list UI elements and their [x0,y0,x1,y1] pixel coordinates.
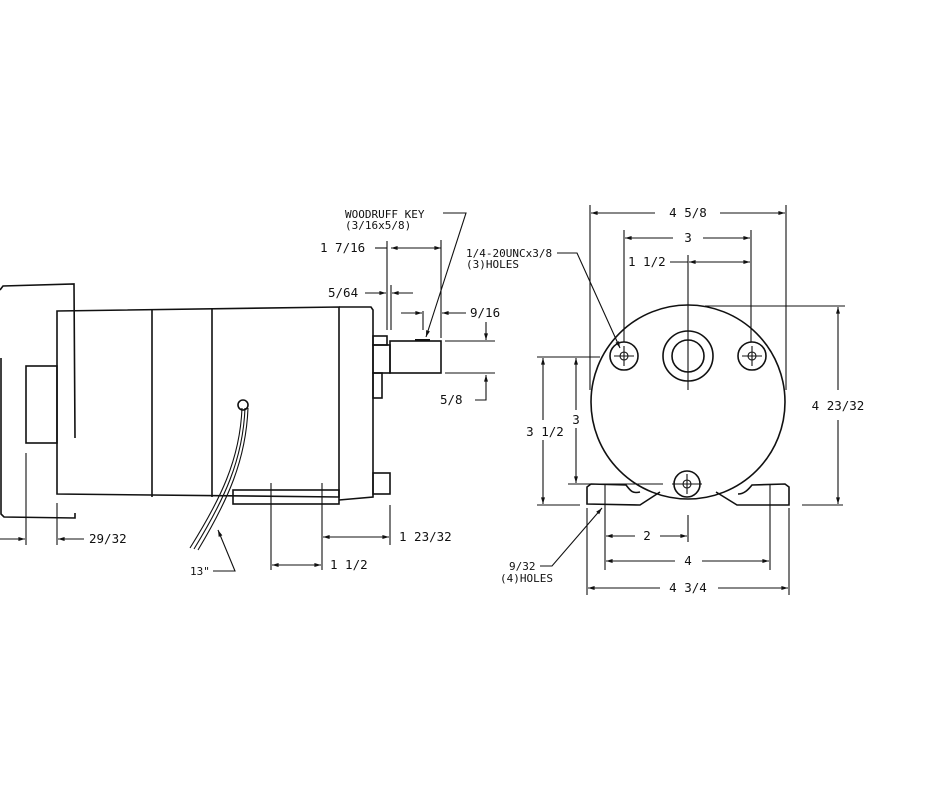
woodruff-key-size: (3/16x5/8) [345,219,411,232]
dim-shaft-length: 1 7/16 [320,240,365,255]
woodruff-key [415,339,430,341]
front-end-cap [338,306,374,501]
dim-shaft-diameter: 5/8 [440,392,463,407]
dim-foot-width: 4 3/4 [669,580,707,595]
end-view: 4 5/8 3 1 1/2 4 23/32 3 1/2 3 2 [466,205,864,595]
dim-overall-height: 4 23/32 [812,398,865,413]
side-view: 1 7/16 5/64 9/16 5/8 WOODRUFF KEY (3/16x… [0,208,500,578]
lead-exit-hole [237,399,249,411]
rear-boss [25,365,58,444]
pilot-step-1 [372,335,388,346]
motor-body [56,306,340,498]
dim-bolt-spacing: 3 [684,230,692,245]
dim-rear: 29/32 [89,531,127,546]
woodruff-key-label: WOODRUFF KEY [345,208,425,221]
foot-holes-count: (4)HOLES [500,572,553,585]
rear-bracket-top [0,283,76,439]
tapped-holes-label: 1/4-20UNCx3/8 [466,247,552,260]
mounting-foot [232,489,340,505]
dim-foot-spacing: 4 [684,553,692,568]
foot-holes-size: 9/32 [509,560,536,573]
rear-bracket-bottom [0,358,76,519]
dim-shaft-height: 3 1/2 [526,424,564,439]
dim-bolt-height: 3 [572,412,580,427]
dim-half-foot: 2 [643,528,651,543]
left-foot [586,483,661,506]
dim-front-to-hole: 1 23/32 [399,529,452,544]
right-foot [715,483,790,506]
tapped-hole [737,341,767,371]
pilot-step-2 [372,344,391,374]
tapped-hole [609,341,639,371]
dim-key-position: 9/16 [470,305,500,320]
tapped-hole [672,470,702,498]
dim-bolt-half: 1 1/2 [628,254,666,269]
dim-foot-holes: 1 1/2 [330,557,368,572]
lead-wires [189,407,249,551]
dim-shoulder: 5/64 [328,285,358,300]
shaft [389,340,442,374]
lead-length: 13" [190,565,210,578]
front-boss [372,472,391,495]
pilot-step-3 [372,372,383,399]
tapped-holes-count: (3)HOLES [466,258,519,271]
dim-overall-width: 4 5/8 [669,205,707,220]
